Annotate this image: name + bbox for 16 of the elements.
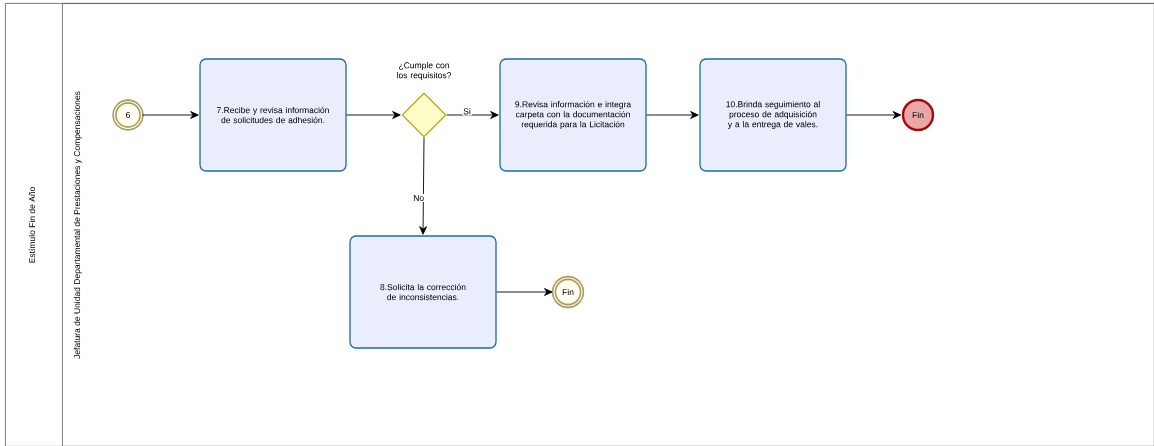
arrow <box>419 137 427 235</box>
edge-label: No <box>412 194 426 202</box>
arrow <box>446 111 499 119</box>
pool-label: Estímulo Fin de Año <box>28 187 36 263</box>
task-box: 10.Brinda seguimiento al proceso de adquisición y a la entrega de vales. <box>699 58 847 172</box>
task-box: 9.Revisa información e integra carpeta con la documentación requerida para la Licitación <box>499 58 647 172</box>
task-box: 7.Recibe y revisa información de solicitudes de adhesión. <box>199 58 347 172</box>
task-box: 8.Solicita la corrección de inconsistencias. <box>349 235 497 349</box>
gateway-label: ¿Cumple con los requisitos? <box>397 62 452 80</box>
arrow <box>846 111 902 119</box>
arrow <box>646 111 699 119</box>
arrow <box>346 111 401 119</box>
arrow <box>496 288 553 296</box>
edge-label: Si <box>462 107 472 116</box>
lane-label: Jefatura de Unidad Departamental de Prestaciones y Compensaciones <box>73 91 82 359</box>
arrow <box>141 111 199 119</box>
